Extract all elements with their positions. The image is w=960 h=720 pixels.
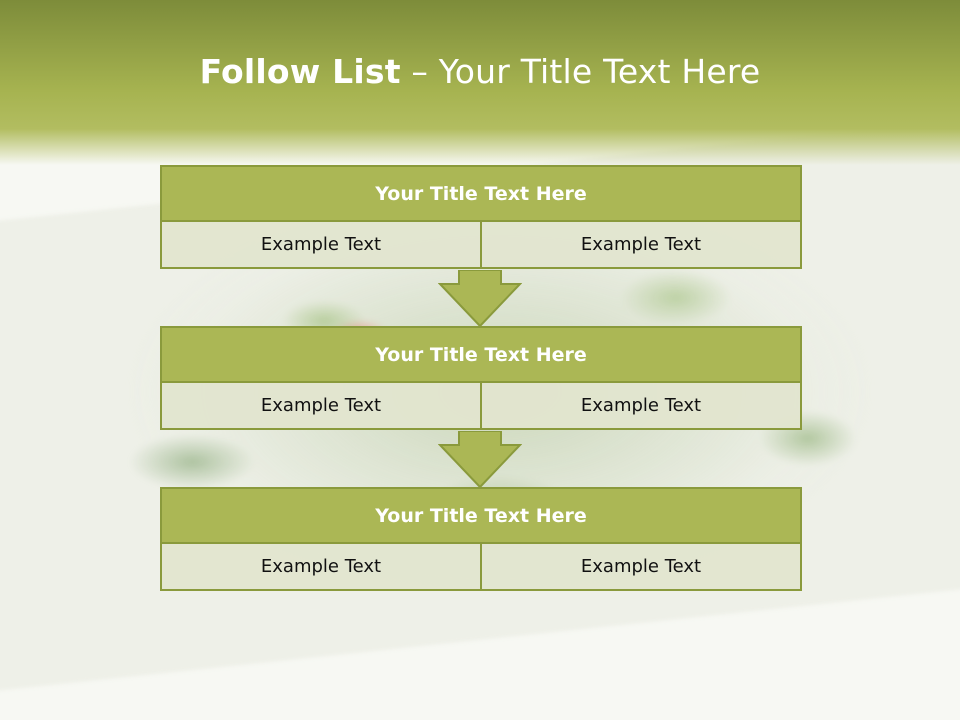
list-block-1: Your Title Text Here Example Text Exampl… xyxy=(160,165,802,269)
block-row: Example Text Example Text xyxy=(160,381,802,430)
block-cell-left: Example Text xyxy=(160,381,482,430)
block-cell-left: Example Text xyxy=(160,542,482,591)
header-band xyxy=(0,0,960,165)
block-title: Your Title Text Here xyxy=(160,487,802,544)
block-row: Example Text Example Text xyxy=(160,220,802,269)
block-row: Example Text Example Text xyxy=(160,542,802,591)
block-cell-right: Example Text xyxy=(480,381,802,430)
down-arrow-icon xyxy=(438,431,522,489)
block-cell-right: Example Text xyxy=(480,220,802,269)
slide-title-rest: – Your Title Text Here xyxy=(400,52,761,91)
list-block-2: Your Title Text Here Example Text Exampl… xyxy=(160,326,802,430)
slide-title-bold: Follow List xyxy=(199,52,401,91)
slide-title: Follow List – Your Title Text Here xyxy=(0,52,960,91)
list-block-3: Your Title Text Here Example Text Exampl… xyxy=(160,487,802,591)
down-arrow-icon xyxy=(438,270,522,328)
block-title: Your Title Text Here xyxy=(160,326,802,383)
block-cell-right: Example Text xyxy=(480,542,802,591)
block-cell-left: Example Text xyxy=(160,220,482,269)
block-title: Your Title Text Here xyxy=(160,165,802,222)
